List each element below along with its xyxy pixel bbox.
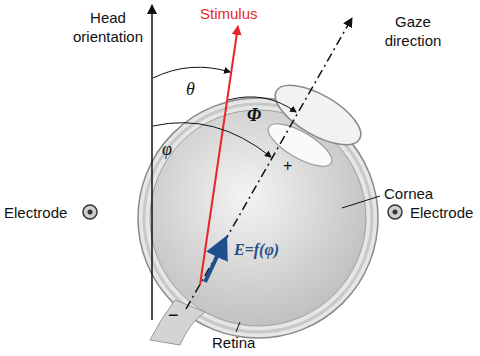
part-label: Electrode (410, 203, 473, 222)
dipole-label: E=f(φ) (234, 240, 279, 259)
angle-symbol: Φ (247, 106, 261, 125)
part-label: Retina (212, 333, 255, 352)
part-label: Electrode (4, 203, 67, 222)
angle-symbol: θ (186, 80, 195, 99)
polarity-sign: + (283, 156, 292, 175)
axis-label: Stimulus (200, 4, 258, 23)
axis-label: Gaze direction (368, 12, 458, 50)
polarity-sign: − (168, 306, 179, 325)
angle-symbol: φ (162, 140, 172, 159)
part-label: Cornea (384, 184, 433, 203)
axis-label: Head orientation (64, 8, 152, 46)
